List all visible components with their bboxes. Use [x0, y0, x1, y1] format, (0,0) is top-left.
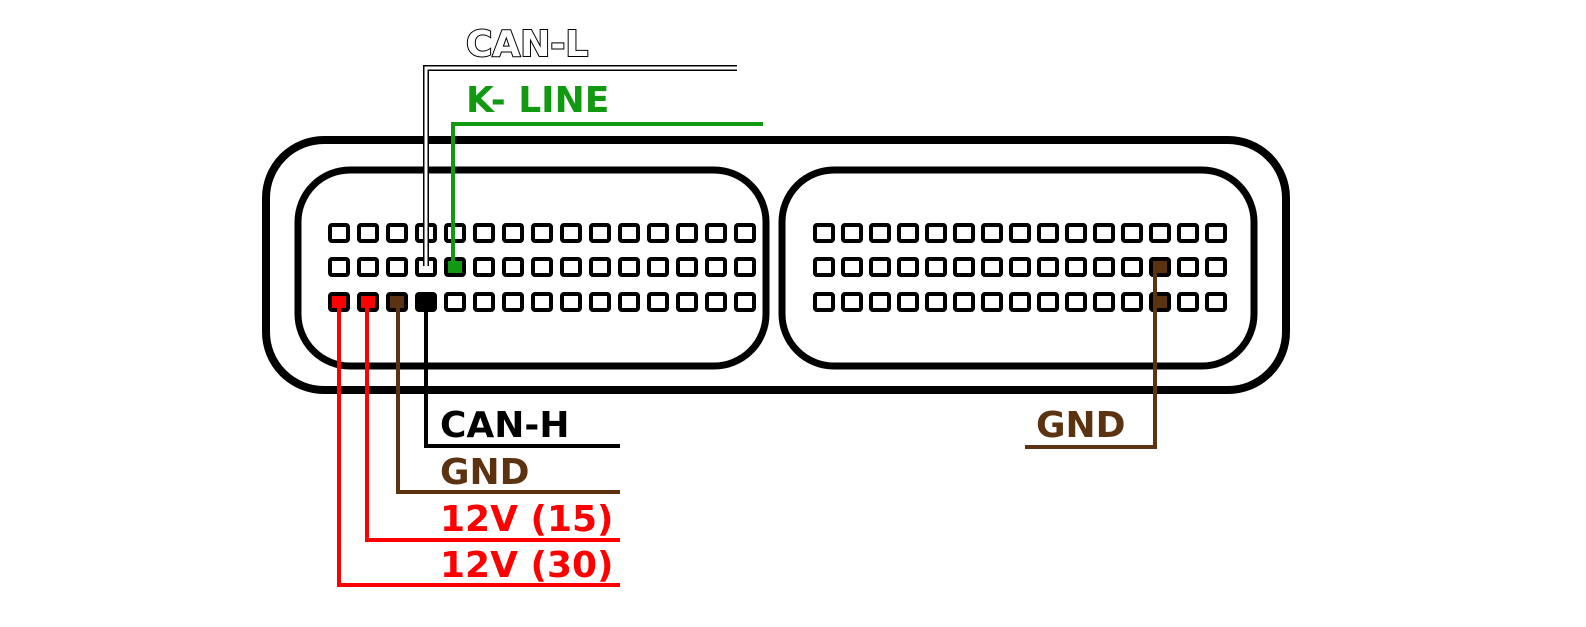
pins	[328, 223, 1227, 312]
pin-left-r1-c7	[502, 223, 524, 243]
pin-left-r1-c2	[357, 223, 379, 243]
pin-left-r2-c9	[560, 257, 582, 277]
pin-right-r3-c14	[1177, 292, 1199, 312]
pin-left-r1-c1	[328, 223, 350, 243]
pin-left-r1-c11	[618, 223, 640, 243]
pin-left-r3-c13	[676, 292, 698, 312]
pin-right-r3-c5	[925, 292, 947, 312]
k-line-wire	[451, 122, 763, 268]
pin-right-r2-c5	[925, 257, 947, 277]
pin-left-r1-c15	[734, 223, 756, 243]
pin-left-r3-c5	[444, 292, 466, 312]
pin-left-r2-c12	[647, 257, 669, 277]
pin-right-r2-c2	[841, 257, 863, 277]
pin-left-r1-c6	[473, 223, 495, 243]
can-l-label: CAN-L	[466, 24, 588, 65]
pin-right-r2-c6	[953, 257, 975, 277]
pin-right-r1-c10	[1065, 223, 1087, 243]
pin-left-r2-c14	[705, 257, 727, 277]
pin-right-r3-c9	[1037, 292, 1059, 312]
gnd-right-label: GND	[1036, 405, 1126, 446]
gnd-right-wire	[1025, 268, 1157, 449]
pin-right-r2-c12	[1121, 257, 1143, 277]
pin-right-r3-c3	[869, 292, 891, 312]
pin-left-r2-c11	[618, 257, 640, 277]
pin-right-r1-c11	[1093, 223, 1115, 243]
pin-left-r3-c6	[473, 292, 495, 312]
pin-right-r1-c5	[925, 223, 947, 243]
pin-left-r3-c12	[647, 292, 669, 312]
pin-right-r1-c1	[813, 223, 835, 243]
pin-left-r2-c2	[357, 257, 379, 277]
pin-left-r1-c12	[647, 223, 669, 243]
pin-left-r3-c11	[618, 292, 640, 312]
pin-right-r3-c7	[981, 292, 1003, 312]
12v-30-label: 12V (30)	[440, 545, 614, 586]
pin-left-r2-c15	[734, 257, 756, 277]
pin-right-r3-c1	[813, 292, 835, 312]
pin-left-r2-c13	[676, 257, 698, 277]
pin-left-r1-c14	[705, 223, 727, 243]
pin-left-r3-c15	[734, 292, 756, 312]
pin-left-r3-c7	[502, 292, 524, 312]
pin-right-r2-c8	[1009, 257, 1031, 277]
pin-right-r2-c7	[981, 257, 1003, 277]
pin-left-r1-c3	[386, 223, 408, 243]
k-line-label: K- LINE	[466, 80, 609, 121]
connector-housing	[262, 136, 1290, 394]
pin-right-r1-c3	[869, 223, 891, 243]
wires	[337, 65, 1157, 587]
pin-right-r1-c13	[1149, 223, 1171, 243]
can-l-wire	[424, 66, 737, 266]
pin-left-r1-c13	[676, 223, 698, 243]
pin-left-r2-c3	[386, 257, 408, 277]
pin-left-r2-c7	[502, 257, 524, 277]
right-pin-block	[778, 166, 1258, 370]
pin-left-r1-c8	[531, 223, 553, 243]
pin-right-r2-c1	[813, 257, 835, 277]
pin-right-r3-c12	[1121, 292, 1143, 312]
pin-right-r2-c14	[1177, 257, 1199, 277]
pin-left-r3-c9	[560, 292, 582, 312]
12v-15-wire	[365, 302, 620, 542]
pin-right-r3-c4	[897, 292, 919, 312]
pin-right-r3-c10	[1065, 292, 1087, 312]
pin-right-r3-c2	[841, 292, 863, 312]
pin-right-r1-c2	[841, 223, 863, 243]
pin-left-r1-c9	[560, 223, 582, 243]
pin-right-r3-c15	[1205, 292, 1227, 312]
can-h-label: CAN-H	[440, 405, 569, 446]
gnd-left-wire	[396, 302, 620, 494]
12v-15-label: 12V (15)	[440, 499, 614, 540]
pin-right-r2-c15	[1205, 257, 1227, 277]
pin-left-r3-c10	[589, 292, 611, 312]
pin-right-r2-c3	[869, 257, 891, 277]
pin-right-r2-c9	[1037, 257, 1059, 277]
12v-30-wire	[337, 302, 620, 587]
pin-left-r3-c14	[705, 292, 727, 312]
pin-left-r2-c6	[473, 257, 495, 277]
pin-left-r1-c10	[589, 223, 611, 243]
gnd-left-label: GND	[440, 452, 530, 493]
pin-left-r2-c10	[589, 257, 611, 277]
pin-left-r2-c8	[531, 257, 553, 277]
pin-right-r1-c6	[953, 223, 975, 243]
pin-right-r1-c14	[1177, 223, 1199, 243]
can-h-wire	[424, 302, 620, 448]
pin-right-r2-c10	[1065, 257, 1087, 277]
pin-right-r1-c15	[1205, 223, 1227, 243]
pin-right-r1-c12	[1121, 223, 1143, 243]
pin-right-r3-c8	[1009, 292, 1031, 312]
pin-right-r2-c11	[1093, 257, 1115, 277]
pin-right-r1-c4	[897, 223, 919, 243]
pin-right-r1-c7	[981, 223, 1003, 243]
pin-left-r3-c8	[531, 292, 553, 312]
pin-right-r1-c8	[1009, 223, 1031, 243]
pin-right-r1-c9	[1037, 223, 1059, 243]
pin-right-r3-c6	[953, 292, 975, 312]
left-pin-block	[294, 166, 770, 370]
pin-left-r2-c1	[328, 257, 350, 277]
pin-right-r3-c11	[1093, 292, 1115, 312]
pin-right-r2-c4	[897, 257, 919, 277]
